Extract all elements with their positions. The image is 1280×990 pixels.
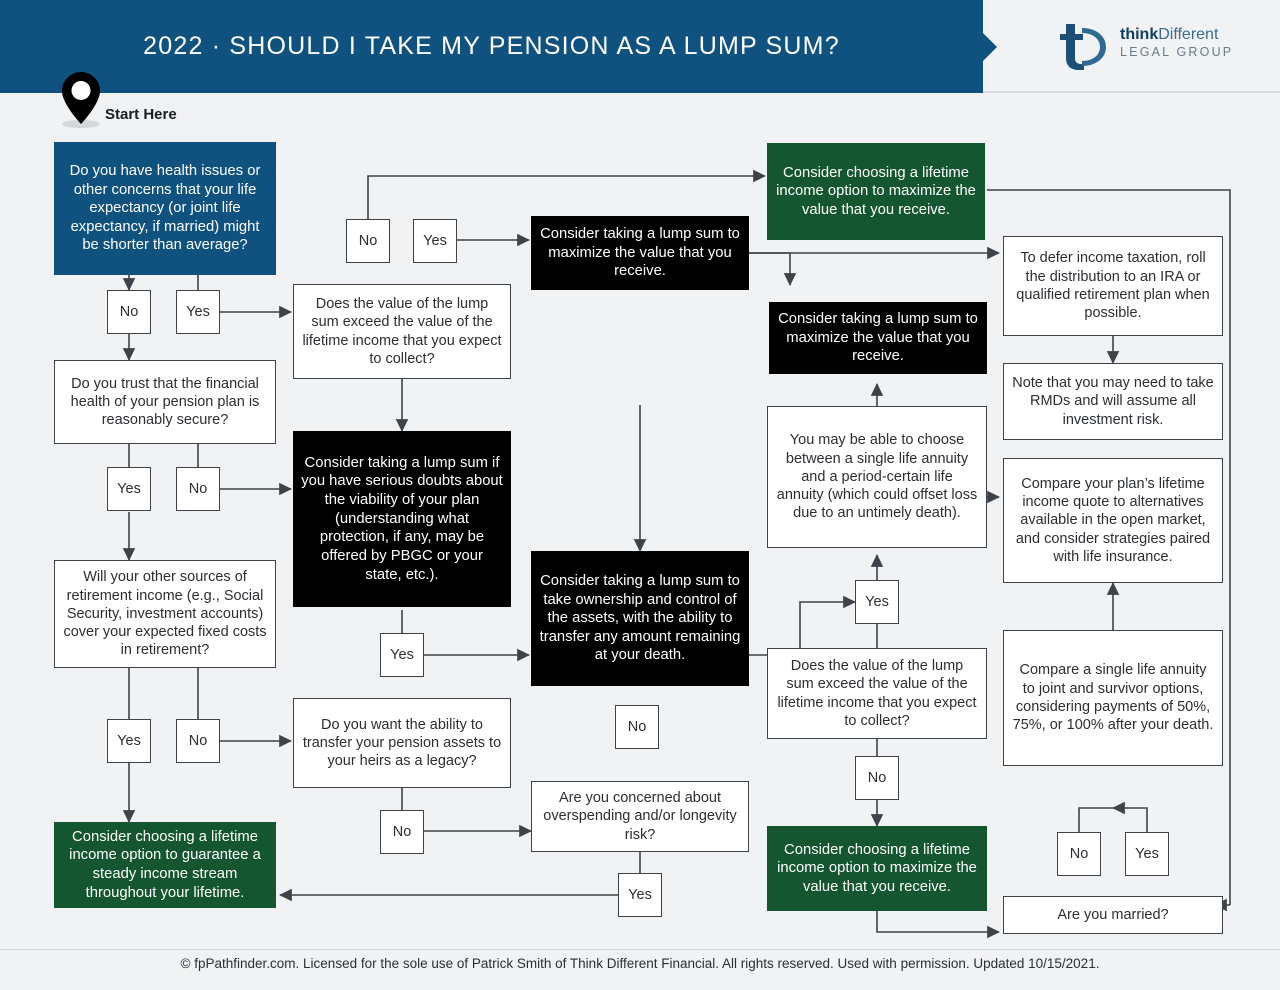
header-arrow-decoration [983, 33, 997, 61]
edge-label-no-1: No [107, 290, 151, 334]
node-g3: Consider choosing a lifetime income opti… [767, 826, 987, 911]
logo-word-different: Different [1158, 26, 1219, 43]
node-g1: Consider choosing a lifetime income opti… [54, 822, 276, 908]
start-pin-shadow [62, 120, 100, 128]
edge-label-no-3: Yes [107, 719, 151, 763]
edge-label-no-4: No [346, 219, 390, 263]
footer-copyright: © fpPathfinder.com. Licensed for the sol… [180, 956, 1100, 971]
edge-label-no-6: No [615, 705, 659, 749]
edge-label-yes-7: Yes [855, 580, 899, 624]
node-b2: Consider taking a lump sum to maximize t… [531, 216, 749, 290]
node-q7: Does the value of the lump sum exceed th… [767, 648, 987, 739]
page-title: 2022 · SHOULD I TAKE MY PENSION AS A LUM… [143, 32, 840, 60]
node-n2: To defer income taxation, roll the distr… [1003, 236, 1223, 336]
edge-label-yes-6: Yes [618, 873, 662, 917]
edge-label-yes-8: Yes [1125, 832, 1169, 876]
header-divider [983, 91, 1280, 93]
logo-mark-icon [1060, 24, 1106, 70]
logo-wordmark: thinkDifferent LEGAL GROUP [1120, 26, 1233, 59]
node-n4: Compare your plan’s lifetime income quot… [1003, 458, 1223, 583]
edge-label-no-5: No [380, 810, 424, 854]
edge-label-yes-3: No [176, 719, 220, 763]
edge-label-yes-4: Yes [413, 219, 457, 263]
node-q2: Do you trust that the financial health o… [54, 360, 276, 444]
node-q5: Do you want the ability to transfer your… [293, 698, 511, 788]
logo-tagline: LEGAL GROUP [1120, 45, 1234, 59]
start-here-label: Start Here [105, 106, 177, 123]
brand-logo: thinkDifferent LEGAL GROUP [1040, 18, 1240, 76]
edge-label-no-8: No [1057, 832, 1101, 876]
node-b4: Consider taking a lump sum to maximize t… [769, 302, 987, 374]
edge-label-yes-2: Yes [107, 467, 151, 511]
header-banner [0, 0, 983, 93]
node-q6: Are you concerned about overspending and… [531, 781, 749, 852]
node-q3: Will your other sources of retirement in… [54, 560, 276, 668]
node-q4: Does the value of the lump sum exceed th… [293, 284, 511, 379]
node-q8: Are you married? [1003, 896, 1223, 934]
node-q1: Do you have health issues or other conce… [54, 142, 276, 275]
edge-label-yes-1: Yes [176, 290, 220, 334]
node-n3: Note that you may need to take RMDs and … [1003, 363, 1223, 440]
logo-word-think: think [1120, 26, 1159, 43]
edge-label-no-7: No [855, 756, 899, 800]
footer-divider [0, 949, 1280, 950]
node-g2: Consider choosing a lifetime income opti… [767, 143, 985, 240]
node-b1: Consider taking a lump sum if you have s… [293, 431, 511, 607]
map-pin-icon [62, 72, 100, 124]
edge-label-yes-5: Yes [380, 633, 424, 677]
edge-label-no-2: No [176, 467, 220, 511]
node-b3: Consider taking a lump sum to take owner… [531, 551, 749, 686]
node-n5: Compare a single life annuity to joint a… [1003, 630, 1223, 766]
node-n1: You may be able to choose between a sing… [767, 406, 987, 548]
